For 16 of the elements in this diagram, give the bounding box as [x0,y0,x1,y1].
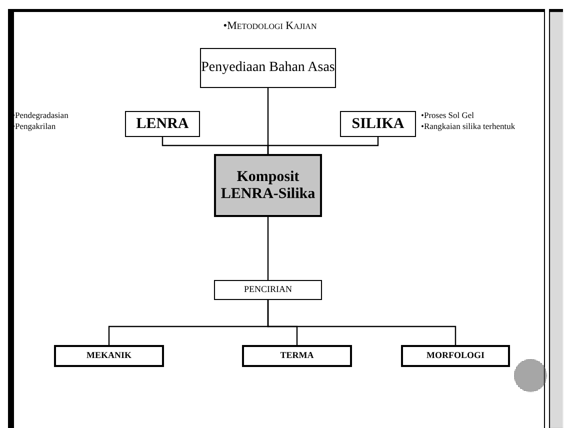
process-box: TERMA [242,345,352,367]
process-box: Penyediaan Bahan Asas [200,48,336,88]
process-box: PENCIRIAN [214,280,322,300]
bullet-note: •Pendegradasian [12,110,70,122]
process-box: LENRA [125,111,200,137]
bullet-note: •Pengakrilan [12,121,57,132]
bullet-note: •Rangkaian silika terhentuk [421,121,516,132]
process-box: SILIKA [340,111,416,137]
process-box: MEKANIK [54,345,164,367]
connector-line [267,217,269,280]
process-box: MORFOLOGI [401,345,510,367]
bullet-note: •Proses Sol Gel [421,110,476,122]
connector-line [267,137,379,154]
connector-line [267,300,456,345]
slide-title: •Metodologi Kajian [222,20,318,32]
highlighted-box: Komposit LENRA-Silika [214,154,322,217]
